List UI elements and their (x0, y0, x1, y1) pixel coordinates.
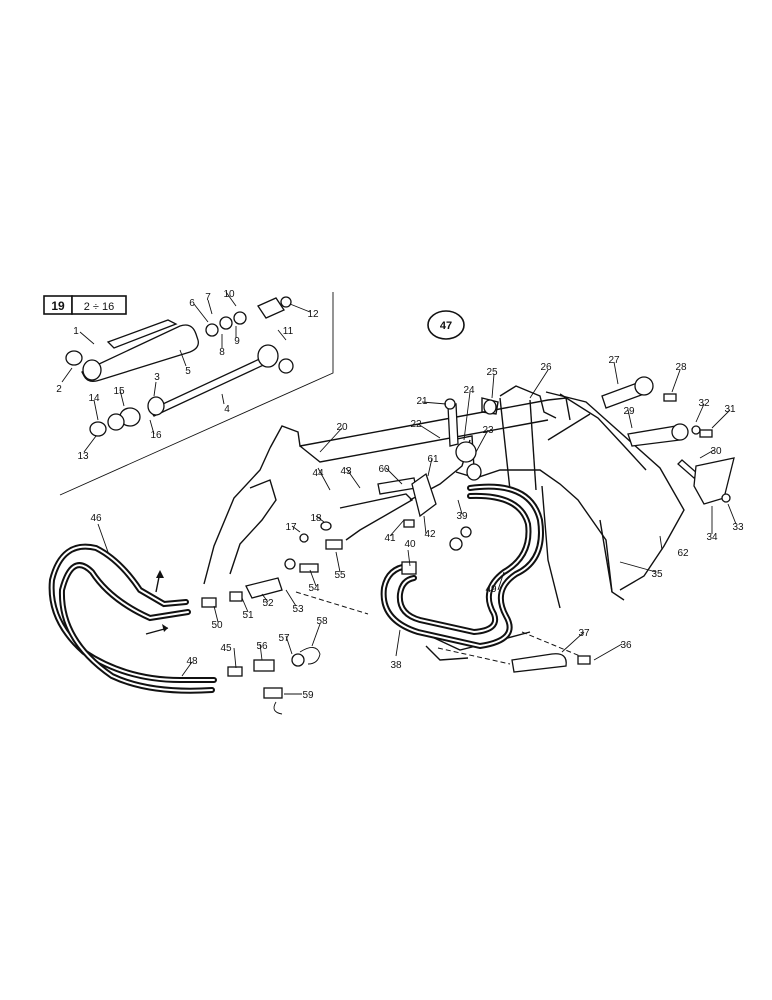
callout-21: 21 (416, 396, 428, 407)
reference-box: 19 2 ÷ 16 (43, 295, 127, 315)
callout-41: 41 (384, 533, 396, 544)
callout-58: 58 (316, 616, 328, 627)
callout-22: 22 (410, 419, 422, 430)
callout-42: 42 (424, 529, 436, 540)
callout-39: 39 (456, 511, 468, 522)
callout-12: 12 (307, 309, 319, 320)
inset-border (59, 292, 334, 496)
callout-57: 57 (278, 633, 290, 644)
callout-40: 40 (404, 539, 416, 550)
callout-10: 10 (223, 289, 235, 300)
callout-6: 6 (189, 298, 195, 309)
callout-14: 14 (88, 393, 100, 404)
callout-9: 9 (234, 336, 240, 347)
callout-17: 17 (285, 522, 297, 533)
callout-62: 62 (677, 548, 689, 559)
flow-arrows (145, 570, 169, 635)
callout-54: 54 (308, 583, 320, 594)
callout-48: 48 (186, 656, 198, 667)
callout-7: 7 (205, 292, 211, 303)
callout-56: 56 (256, 641, 268, 652)
callout-24: 24 (463, 385, 475, 396)
group-circle: 47 (427, 310, 465, 340)
callout-31: 31 (724, 404, 736, 415)
hydraulic-cylinder (65, 296, 294, 437)
reference-box-range: 2 ÷ 16 (84, 301, 115, 313)
callout-25: 25 (486, 367, 498, 378)
callout-50: 50 (211, 620, 223, 631)
callout-3: 3 (154, 372, 160, 383)
callout-8: 8 (219, 347, 225, 358)
callout-61: 61 (427, 454, 439, 465)
callout-26: 26 (540, 362, 552, 373)
callout-34: 34 (706, 532, 718, 543)
callout-29: 29 (623, 406, 635, 417)
callout-30: 30 (710, 446, 722, 457)
hoses (48, 483, 544, 694)
callout-51: 51 (242, 610, 254, 621)
callout-49: 49 (485, 584, 497, 595)
callout-23: 23 (482, 425, 494, 436)
callout-59: 59 (302, 690, 314, 701)
callout-44: 44 (312, 468, 324, 479)
callout-45: 45 (220, 643, 232, 654)
callout-1: 1 (73, 326, 79, 337)
callout-5: 5 (185, 366, 191, 377)
callout-15: 15 (113, 386, 125, 397)
callout-18: 18 (310, 513, 322, 524)
callout-55: 55 (334, 570, 346, 581)
callout-36: 36 (620, 640, 632, 651)
fittings (201, 376, 735, 715)
callout-60: 60 (378, 464, 390, 475)
callout-53: 53 (292, 604, 304, 615)
leader-lines (61, 291, 737, 695)
callout-20: 20 (336, 422, 348, 433)
callout-38: 38 (390, 660, 402, 671)
callout-33: 33 (732, 522, 744, 533)
callout-2: 2 (56, 384, 62, 395)
callout-43: 43 (340, 466, 352, 477)
loader-arm (203, 385, 685, 661)
callout-11: 11 (283, 326, 294, 337)
group-circle-label: 47 (440, 320, 452, 332)
callout-labels: 1 2 3 4 5 6 7 8 9 10 11 12 13 14 15 16 1… (56, 289, 744, 701)
callout-35: 35 (651, 569, 663, 580)
reference-box-number: 19 (51, 299, 65, 313)
callout-27: 27 (608, 355, 620, 366)
callout-28: 28 (675, 362, 687, 373)
callout-32: 32 (698, 398, 710, 409)
callout-37: 37 (578, 628, 590, 639)
callout-4: 4 (224, 404, 230, 415)
callout-52: 52 (262, 598, 274, 609)
callout-13: 13 (77, 451, 89, 462)
callout-46: 46 (90, 513, 102, 524)
callout-16: 16 (150, 430, 162, 441)
